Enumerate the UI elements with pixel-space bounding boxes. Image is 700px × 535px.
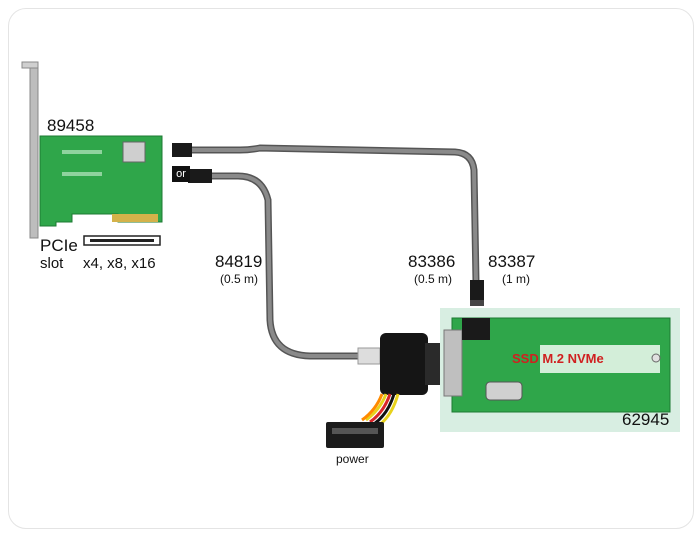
slot-label: slot [40, 255, 64, 272]
lanes-label: x4, x8, x16 [83, 255, 156, 272]
ssd-label: SSD M.2 NVMe [512, 351, 604, 366]
cable-connectors [172, 143, 484, 306]
cable1-length: (0.5 m) [220, 272, 259, 286]
cable2-length: (0.5 m) [414, 272, 453, 286]
cable3-part-number: 83387 [488, 252, 536, 271]
pcie-slot [83, 235, 161, 246]
cables [186, 144, 480, 360]
cable1-part-number: 84819 [215, 252, 263, 271]
m2-adapter [440, 308, 680, 432]
u2-connector [357, 333, 441, 428]
power-label: power [336, 452, 369, 466]
cable2-part-number: 83386 [408, 252, 456, 271]
pcie-label: PCIe [40, 236, 78, 255]
pcie-bracket [21, 61, 39, 239]
card-part-number: 89458 [47, 116, 95, 135]
pcie-card [39, 135, 163, 227]
adapter-part-number: 62945 [622, 410, 670, 429]
sata-power-connector [326, 422, 384, 448]
or-badge: or [172, 166, 190, 182]
cable3-length: (1 m) [502, 272, 530, 286]
